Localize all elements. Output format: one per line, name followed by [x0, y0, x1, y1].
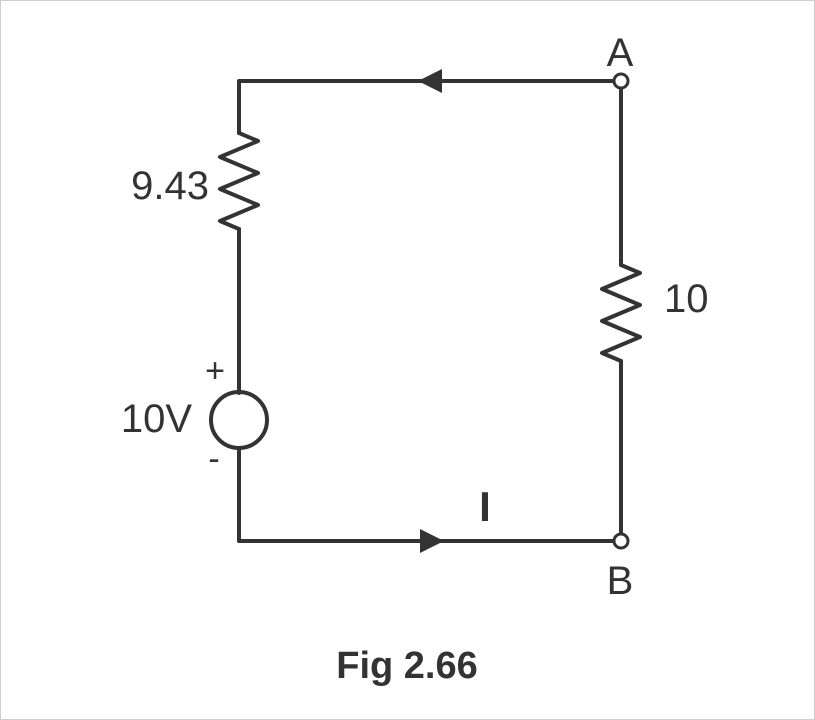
node-b-terminal — [612, 532, 630, 550]
source-label: 10V — [121, 397, 192, 441]
right-resistor-label: 10 — [664, 277, 709, 321]
figure-caption: Fig 2.66 — [336, 645, 478, 687]
current-label: I — [479, 483, 491, 530]
right-resistor — [600, 263, 642, 363]
node-a-label: A — [607, 31, 634, 75]
left-resistor-label: 9.43 — [131, 164, 209, 208]
source-minus-sign: - — [208, 440, 219, 478]
bottom-arrow — [420, 529, 444, 553]
top-wire — [237, 79, 618, 135]
left-resistor — [218, 131, 260, 231]
node-b-label: B — [607, 559, 634, 603]
source-plus-sign: + — [205, 352, 225, 390]
top-arrow — [418, 69, 442, 93]
bottom-wire — [237, 446, 618, 543]
node-a-terminal — [612, 72, 630, 90]
